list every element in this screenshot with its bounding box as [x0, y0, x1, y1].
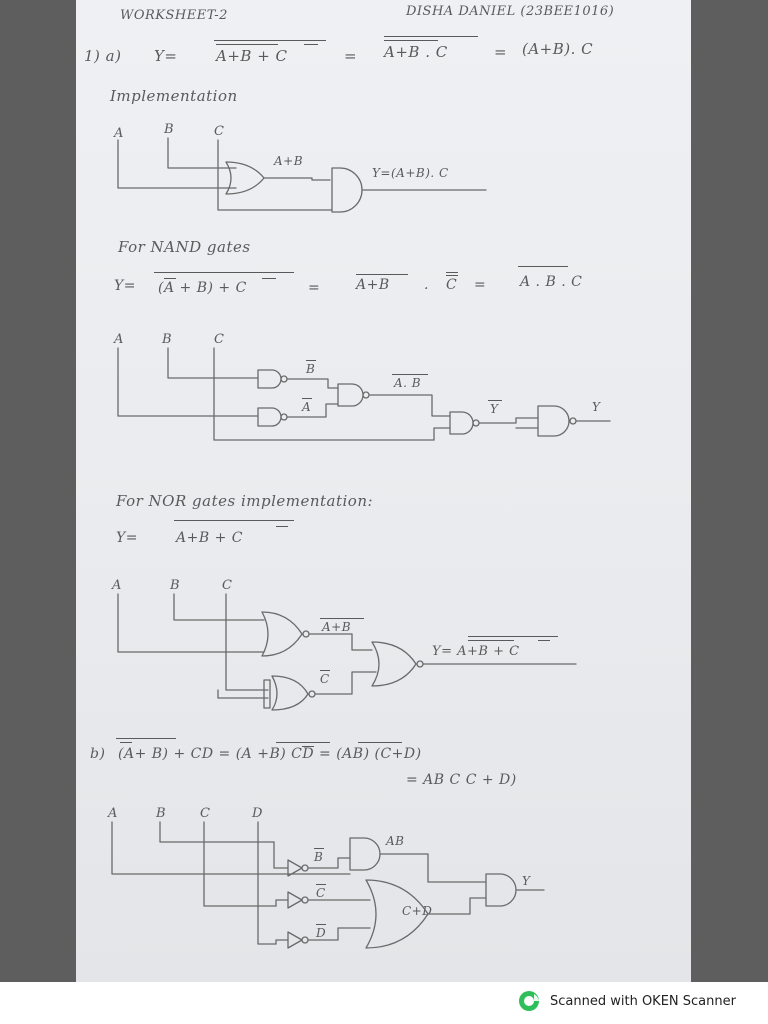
circuit-1 — [118, 138, 486, 212]
q1b-line-2: = AB C C + D) — [406, 772, 517, 788]
q1b-line-1: (A+ B) + CD = (A +B) CD = (AB) (C+D) — [118, 746, 422, 762]
q1b-input-a-label: A — [108, 806, 118, 821]
nand-input-a-label: A — [114, 332, 124, 347]
nand-eq-expr-1: (A + B) + C — [158, 280, 247, 296]
overline — [314, 848, 324, 849]
nor-apb-bar-label: A+B — [322, 620, 352, 634]
nor-input-b-label: B — [170, 578, 181, 593]
overline — [302, 398, 312, 399]
overline — [468, 640, 514, 641]
eq-expr-2: A+B . C — [384, 43, 448, 61]
overline — [358, 742, 402, 743]
nor-title: For NOR gates implementation: — [116, 492, 374, 510]
nand-eq-cbar: C — [446, 277, 458, 293]
nor-output-label: Y= A+B + C — [432, 644, 520, 659]
overline — [154, 272, 294, 273]
nand-eq-equals-1: = — [308, 280, 321, 296]
overline — [214, 40, 326, 41]
nand-eq-lhs: Y= — [114, 278, 136, 294]
implementation-title: Implementation — [110, 87, 238, 105]
q1b-cd-label: C+D — [402, 904, 433, 918]
overline — [276, 742, 330, 743]
q1b-circuit — [112, 822, 544, 948]
eq-equals-2: = — [494, 43, 508, 61]
eq-lhs: Y= — [154, 47, 178, 65]
eq-equals-1: = — [344, 47, 358, 65]
nand-input-c-label: C — [214, 332, 225, 347]
overline — [174, 520, 294, 521]
q1b-b-bar-label: B — [314, 850, 324, 864]
overline — [384, 36, 478, 37]
q1b-output-label: Y — [522, 874, 531, 888]
nand-eq-expr-2: A+B — [356, 277, 390, 293]
q1b-input-b-label: B — [156, 806, 167, 821]
circuit-1-output-label: Y=(A+B). C — [372, 166, 449, 180]
overline — [392, 374, 428, 375]
overline — [446, 275, 458, 276]
nand-circuit — [118, 348, 610, 440]
nor-eq-lhs: Y= — [116, 530, 138, 546]
overline — [518, 266, 568, 267]
nand-ab-bar-label: A. B — [394, 376, 422, 390]
nor-c-bar-label: C — [320, 672, 330, 686]
overline — [538, 640, 550, 641]
overline — [320, 670, 330, 671]
nand-eq-equals-2: = — [474, 277, 487, 293]
nand-b-bar-label: B — [306, 362, 316, 376]
overline — [164, 278, 176, 279]
q1b-ab-bar-label: AB — [386, 834, 405, 848]
oken-scanner-logo-icon — [519, 991, 539, 1011]
overline — [306, 360, 316, 361]
overline — [116, 738, 176, 739]
nand-y-bar-label: Y — [490, 402, 499, 416]
overline — [120, 742, 132, 743]
nor-circuit — [118, 594, 576, 710]
overline — [262, 278, 276, 279]
eq-expr-1: A+B + C — [216, 47, 288, 65]
overline — [384, 40, 438, 41]
q1b-input-d-label: D — [252, 806, 263, 821]
worksheet-title: WORKSHEET-2 — [120, 8, 228, 23]
q1b-d-bar-label: D — [316, 926, 327, 940]
overline — [216, 44, 278, 45]
overline — [276, 526, 288, 527]
input-c-label: C — [214, 124, 225, 139]
nand-eq-dot: . — [424, 277, 429, 293]
circuit-drawings — [76, 0, 691, 982]
worksheet-page: WORKSHEET-2 DISHA DANIEL (23BEE1016) 1) … — [76, 0, 691, 982]
or-output-label: A+B — [274, 154, 304, 168]
scanner-watermark-text: Scanned with OKEN Scanner — [550, 993, 736, 1009]
nand-eq-expr-3: A . B . C — [520, 274, 583, 290]
overline — [316, 924, 326, 925]
nor-eq-expr: A+B + C — [176, 530, 243, 546]
overline — [488, 400, 502, 401]
question-1b-label: b) — [90, 746, 106, 762]
q1b-c-bar-label: C — [316, 886, 326, 900]
q1b-input-c-label: C — [200, 806, 211, 821]
nand-a-bar-label: A — [302, 400, 312, 414]
nand-title: For NAND gates — [118, 238, 251, 256]
overline — [446, 272, 458, 273]
author-name: DISHA DANIEL (23BEE1016) — [406, 4, 615, 19]
nand-output-label: Y — [592, 400, 601, 414]
overline — [320, 618, 364, 619]
eq-expr-3: (A+B). C — [522, 40, 594, 58]
overline — [316, 884, 326, 885]
overline — [304, 44, 318, 45]
overline — [302, 746, 314, 747]
nor-input-c-label: C — [222, 578, 233, 593]
overline — [356, 274, 408, 275]
overline — [468, 636, 558, 637]
input-a-label: A — [114, 126, 124, 141]
nand-input-b-label: B — [162, 332, 173, 347]
input-b-label: B — [164, 122, 175, 137]
scanner-footer: Scanned with OKEN Scanner — [518, 990, 736, 1012]
nor-input-a-label: A — [112, 578, 122, 593]
question-1a-label: 1) a) — [84, 47, 122, 65]
